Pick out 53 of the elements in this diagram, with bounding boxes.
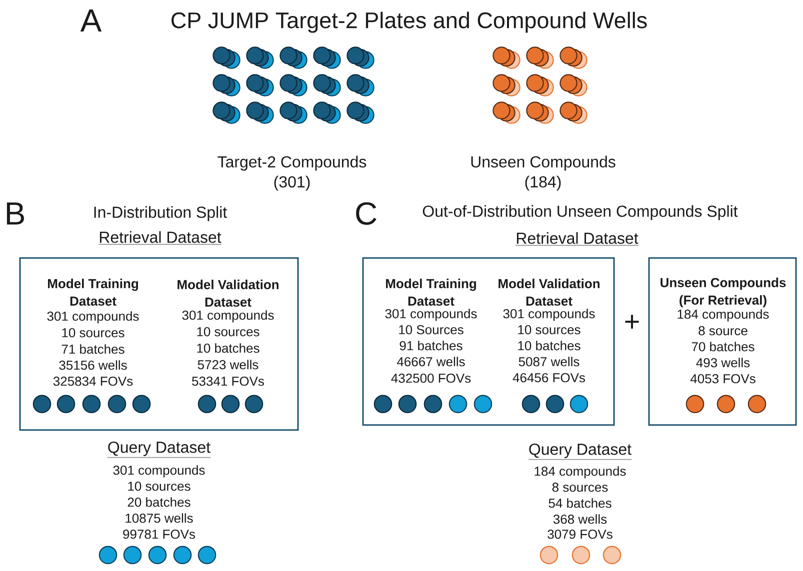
panel-letter: C [356,202,376,225]
stat-line: 3079 FOVs [548,530,612,539]
stat-line: 10 sources [62,328,124,338]
group-caption: Unseen Compounds (184) [471,156,616,191]
stat-line: 54 batches [548,498,612,508]
column-heading: Model Training Dataset [48,278,138,306]
title: CP JUMP Target-2 Plates and Compound Wells [172,12,647,33]
stat-line: 10 Sources [399,325,464,334]
dataset-heading: Query Dataset [528,444,632,460]
stat-line: 301 compounds [47,311,139,324]
stat-line: 10 sources [128,482,190,491]
column-heading: Model Validation Dataset [498,278,600,306]
stat-line: 8 source [698,326,748,336]
split-heading: In-Distribution Split [94,206,227,222]
panel-letter: B [6,202,24,225]
stat-line: 325834 FOVs [53,376,133,386]
stat-line: 35156 wells [59,360,127,370]
stat-line: 10875 wells [126,513,193,523]
stat-line: 10 batches [518,340,580,350]
stat-line: 20 batches [128,497,190,507]
column-heading: Model Validation Dataset [178,280,278,307]
stat-line: 99781 FOVs [123,530,196,539]
stat-line: 46667 wells [396,356,465,366]
stat-line: 4053 FOVs [690,374,756,384]
dataset-heading: Retrieval Dataset [515,232,639,246]
stat-line: 5087 wells [518,356,580,366]
stat-line: 301 compounds [182,310,274,322]
column-heading: Unseen Compounds (For Retrieval) [660,278,786,308]
stat-line: 91 batches [400,340,462,350]
split-heading: Out-of-Distribution Unseen Compounds Split [422,205,738,220]
column-heading: Model Training Dataset [386,278,476,306]
stat-line: 301 compounds [385,308,477,321]
stat-line: 184 compounds [534,466,626,478]
plus-sign: + [625,314,639,329]
stat-line: 368 wells [553,514,607,524]
stat-line: 10 sources [197,327,260,336]
stat-line: 301 compounds [503,308,595,321]
stat-line: 10 sources [518,325,580,334]
stat-line: 301 compounds [113,465,205,478]
stat-line: 46456 FOVs [512,373,586,382]
stat-line: 53341 FOVs [192,376,264,386]
stat-line: 8 sources [552,482,608,492]
stat-line: 432500 FOVs [391,374,471,383]
dataset-heading: Retrieval Dataset [98,231,222,245]
stat-line: 71 batches [62,344,124,354]
panel-letter: A [80,10,102,32]
group-caption: Target-2 Compounds (301) [218,156,366,191]
dataset-heading: Query Dataset [107,442,211,458]
stat-line: 10 batches [197,343,260,353]
stat-line: 5723 wells [198,360,258,370]
stat-line: 493 wells [696,358,750,368]
stat-line: 70 batches [692,342,754,352]
stat-line: 184 compounds [678,309,769,322]
